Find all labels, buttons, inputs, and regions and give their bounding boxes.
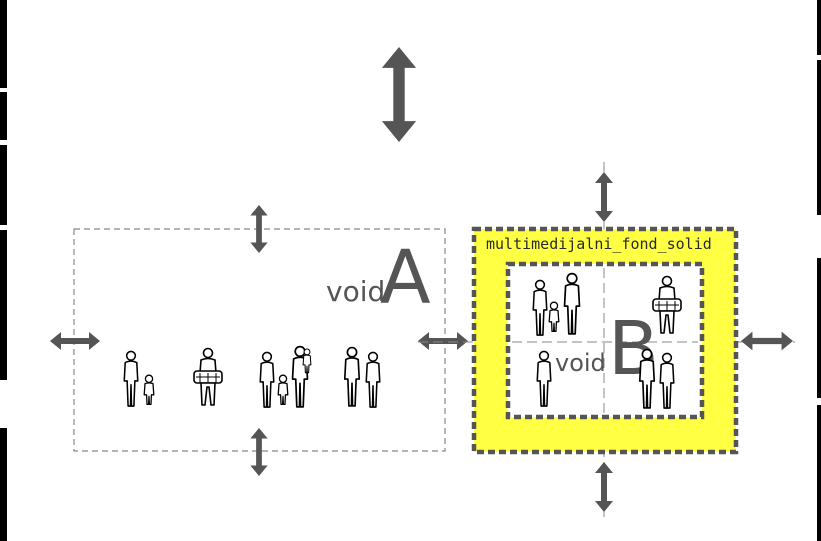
zone-b-fond-label: multimedijalni_fond_solid: [486, 235, 712, 253]
person-silhouette-icon: [277, 374, 289, 406]
zone-a-bottom-double-arrow-icon: [250, 428, 268, 476]
zone-a-label-small: void: [326, 275, 385, 308]
person-silhouette-icon: [343, 346, 361, 407]
zone-b-label-small: void: [555, 349, 606, 377]
zone-b: multimedijalni_fond_solid void B: [418, 162, 795, 522]
person-silhouette-icon: [259, 351, 275, 408]
person-silhouette-icon: [143, 374, 155, 406]
zone-a: void A: [50, 205, 468, 476]
zone-b-top-double-arrow-icon: [595, 172, 613, 222]
zone-a-right-double-arrow-icon: [418, 332, 468, 350]
zone-a-label-big: A: [380, 235, 431, 321]
top-double-arrow-icon: [381, 47, 417, 142]
zone-b-right-double-arrow-icon: [741, 331, 793, 351]
zone-a-left-double-arrow-icon: [50, 332, 100, 350]
zone-b-bottom-double-arrow-icon: [595, 462, 613, 512]
person-silhouette-icon: [365, 351, 381, 408]
person-silhouette-icon: [193, 347, 223, 406]
person-silhouette-icon: [123, 350, 139, 407]
